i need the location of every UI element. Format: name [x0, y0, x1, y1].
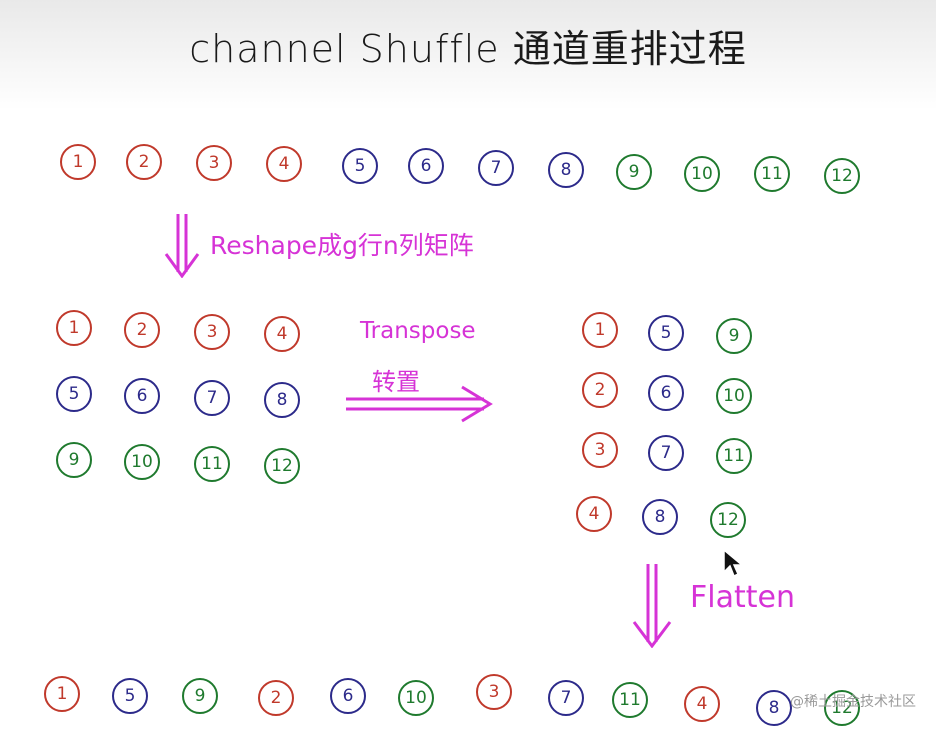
channel-node-2: 2: [124, 312, 160, 348]
title-background: [0, 0, 936, 110]
channel-node-8: 8: [548, 152, 584, 188]
channel-node-9: 9: [182, 678, 218, 714]
channel-node-12: 12: [824, 158, 860, 194]
channel-node-8: 8: [756, 690, 792, 726]
channel-node-9: 9: [616, 154, 652, 190]
channel-node-5: 5: [112, 678, 148, 714]
channel-node-5: 5: [648, 315, 684, 351]
channel-node-1: 1: [56, 310, 92, 346]
channel-node-11: 11: [754, 156, 790, 192]
channel-node-6: 6: [408, 148, 444, 184]
channel-node-3: 3: [194, 314, 230, 350]
channel-node-8: 8: [642, 499, 678, 535]
channel-node-2: 2: [582, 372, 618, 408]
flatten-label: Flatten: [690, 580, 795, 615]
channel-node-7: 7: [478, 150, 514, 186]
channel-node-3: 3: [196, 145, 232, 181]
channel-node-10: 10: [684, 156, 720, 192]
channel-node-10: 10: [716, 378, 752, 414]
channel-node-4: 4: [684, 686, 720, 722]
channel-node-10: 10: [398, 680, 434, 716]
channel-node-6: 6: [124, 378, 160, 414]
reshape-label: Reshape成g行n列矩阵: [210, 231, 474, 260]
channel-node-7: 7: [648, 435, 684, 471]
channel-node-6: 6: [330, 678, 366, 714]
channel-node-4: 4: [264, 316, 300, 352]
channel-node-5: 5: [342, 148, 378, 184]
transpose-cn-label: 转置: [372, 368, 420, 396]
channel-node-11: 11: [716, 438, 752, 474]
channel-node-1: 1: [60, 144, 96, 180]
flatten-down-arrow: [632, 564, 672, 648]
channel-node-10: 10: [124, 444, 160, 480]
channel-node-2: 2: [258, 680, 294, 716]
reshape-down-arrow: [164, 214, 200, 278]
transpose-label: Transpose: [360, 318, 476, 344]
channel-node-5: 5: [56, 376, 92, 412]
channel-node-3: 3: [582, 432, 618, 468]
channel-node-7: 7: [194, 380, 230, 416]
watermark: @稀土掘金技术社区: [790, 694, 916, 710]
page-title: channel Shuffle 通道重排过程: [189, 27, 747, 71]
channel-node-2: 2: [126, 144, 162, 180]
channel-node-6: 6: [648, 375, 684, 411]
transpose-right-arrow: [346, 385, 493, 423]
mouse-pointer-icon: [723, 548, 744, 578]
channel-node-12: 12: [824, 690, 860, 726]
channel-node-4: 4: [576, 496, 612, 532]
channel-node-9: 9: [56, 442, 92, 478]
channel-node-12: 12: [710, 502, 746, 538]
channel-node-12: 12: [264, 448, 300, 484]
channel-node-1: 1: [582, 312, 618, 348]
channel-node-7: 7: [548, 680, 584, 716]
channel-node-8: 8: [264, 382, 300, 418]
channel-node-11: 11: [194, 446, 230, 482]
channel-node-11: 11: [612, 682, 648, 718]
channel-node-1: 1: [44, 676, 80, 712]
channel-node-4: 4: [266, 146, 302, 182]
channel-node-9: 9: [716, 318, 752, 354]
channel-node-3: 3: [476, 674, 512, 710]
